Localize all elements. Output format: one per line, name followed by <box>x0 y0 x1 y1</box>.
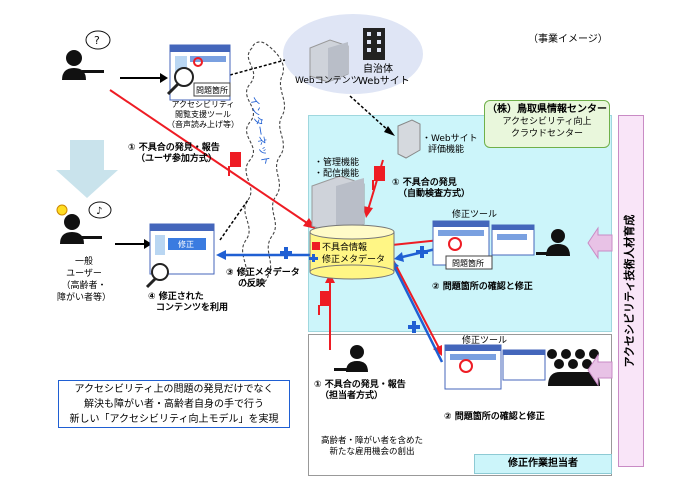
svg-text:?: ? <box>94 34 100 47</box>
step3-line2: の反映 <box>238 279 266 289</box>
employment-line2: 新たな雇用機会の創出 <box>329 447 415 457</box>
center-line3: クラウドセンター <box>510 129 583 139</box>
users-line4: 障がい者等） <box>56 293 111 303</box>
fixed-badge: 修正 <box>178 240 194 249</box>
person-question-icon: ? <box>62 30 111 80</box>
eval-server-icon <box>397 119 421 159</box>
arrow-training-top <box>587 226 613 260</box>
step2-label-top: ② 問題箇所の確認と修正 <box>432 282 533 292</box>
step2-label-bottom: ② 問題箇所の確認と修正 <box>444 412 545 422</box>
group-people-icon <box>547 349 600 386</box>
training-bar <box>618 115 644 467</box>
tool-caption-line3: （音声読み上げ等） <box>167 120 239 129</box>
flag-icons <box>228 152 385 315</box>
fix-tool-label-bottom: 修正ツール <box>462 336 508 346</box>
manage-server-icon <box>311 175 365 235</box>
manage-label: ・管理機能 ・配信機能 <box>314 158 359 180</box>
svg-text:♪: ♪ <box>96 206 102 217</box>
manage-line1: ・管理機能 <box>314 158 360 168</box>
manage-line2: ・配信機能 <box>314 169 360 179</box>
message-line1: アクセシビリティ上の問題の発見だけでなく <box>74 384 274 395</box>
step1-staff-line1: ① 不具合の発見・報告 <box>314 380 406 390</box>
db-label: 不具合情報 修正メタデータ <box>322 242 385 266</box>
training-label: アクセシビリティ技術人材育成 <box>623 214 636 368</box>
users-line1: 一般 <box>74 257 93 267</box>
message-box: アクセシビリティ上の問題の発見だけでなく 解決も障がい者・高齢者自身の手で行う … <box>58 380 290 428</box>
step1-auto-line1: ① 不具合の発見 <box>392 178 457 188</box>
browser-tool <box>166 44 231 101</box>
tool-caption-line1: アクセシビリティ <box>171 100 235 109</box>
web-contents-label: Webコンテンツ <box>295 76 360 86</box>
step1-user-label: ① 不具合の発見・報告 （ユーザ参加方式） <box>128 143 220 165</box>
internet-cloud <box>242 41 286 287</box>
web-cloud <box>283 14 423 94</box>
step1-auto-label: ① 不具合の発見 （自動検査方式） <box>392 178 470 200</box>
users-line2: ユーザー <box>66 269 102 279</box>
browser-fixed <box>145 223 215 289</box>
staff-person-icon <box>334 345 368 372</box>
tool-problem-badge: 問題箇所 <box>196 86 228 95</box>
building-icon <box>363 28 385 60</box>
step3-line1: ③ 修正メタデータ <box>226 268 300 278</box>
employment-label: 高齢者・障がい者を含めた 新たな雇用機会の創出 <box>314 436 430 458</box>
step4-line1: ④ 修正された <box>148 292 204 302</box>
step4-label: ④ 修正された コンテンツを利用 <box>148 292 228 314</box>
municipal-line1: 自治体 <box>363 64 393 75</box>
arrow-training-bottom <box>587 353 613 387</box>
worker-icon <box>536 229 570 256</box>
municipal-line2: Webサイト <box>358 76 410 87</box>
db-line2: 修正メタデータ <box>322 255 386 265</box>
page-title: （事業イメージ） <box>528 34 608 45</box>
fix-tool-label-top: 修正ツール <box>452 210 498 220</box>
eval-label: ・Webサイト 評価機能 <box>422 134 478 156</box>
center-title-box: （株）鳥取県情報センター アクセシビリティ向上 クラウドセンター <box>484 100 610 148</box>
step1-staff-label: ① 不具合の発見・報告 （担当者方式） <box>314 380 406 402</box>
users-line3: （高齢者・ <box>61 281 107 291</box>
message-line2: 解決も障がい者・高齢者自身の手で行う <box>84 399 264 410</box>
step1-user-line1: ① 不具合の発見・報告 <box>128 143 220 153</box>
users-label: 一般 ユーザー （高齢者・ 障がい者等） <box>46 256 122 304</box>
center-name: （株）鳥取県情報センター <box>487 104 607 115</box>
staff-label-box: 修正作業担当者 <box>474 454 612 474</box>
tool-caption-line2: 閲覧支援ツール <box>175 110 231 119</box>
database-icon <box>309 224 395 280</box>
fix-tool-top <box>432 220 535 270</box>
plus-icons <box>280 246 428 333</box>
tool-caption: アクセシビリティ 閲覧支援ツール （音声読み上げ等） <box>160 100 246 130</box>
fix-tool-problem-badge: 問題箇所 <box>452 259 484 268</box>
step1-staff-line2: （担当者方式） <box>320 391 384 401</box>
employment-line1: 高齢者・障がい者を含めた <box>320 436 423 446</box>
step3-label: ③ 修正メタデータ の反映 <box>226 268 300 290</box>
municipal-site-label: 自治体 Webサイト <box>358 64 410 88</box>
step1-user-line2: （ユーザ参加方式） <box>136 154 217 164</box>
server-icon <box>309 39 349 83</box>
step1-auto-line2: （自動検査方式） <box>398 189 471 199</box>
person-music-icon: ♪ <box>56 201 112 244</box>
message-line3: 新しい「アクセシビリティ向上モデル」を実現 <box>69 414 279 425</box>
step4-line2: コンテンツを利用 <box>156 303 229 313</box>
down-arrow <box>56 140 118 198</box>
center-line2: アクセシビリティ向上 <box>502 117 592 127</box>
eval-line2: 評価機能 <box>428 145 465 155</box>
eval-line1: ・Webサイト <box>422 134 478 144</box>
db-line1: 不具合情報 <box>322 243 368 253</box>
fix-tool-bottom <box>444 344 546 390</box>
